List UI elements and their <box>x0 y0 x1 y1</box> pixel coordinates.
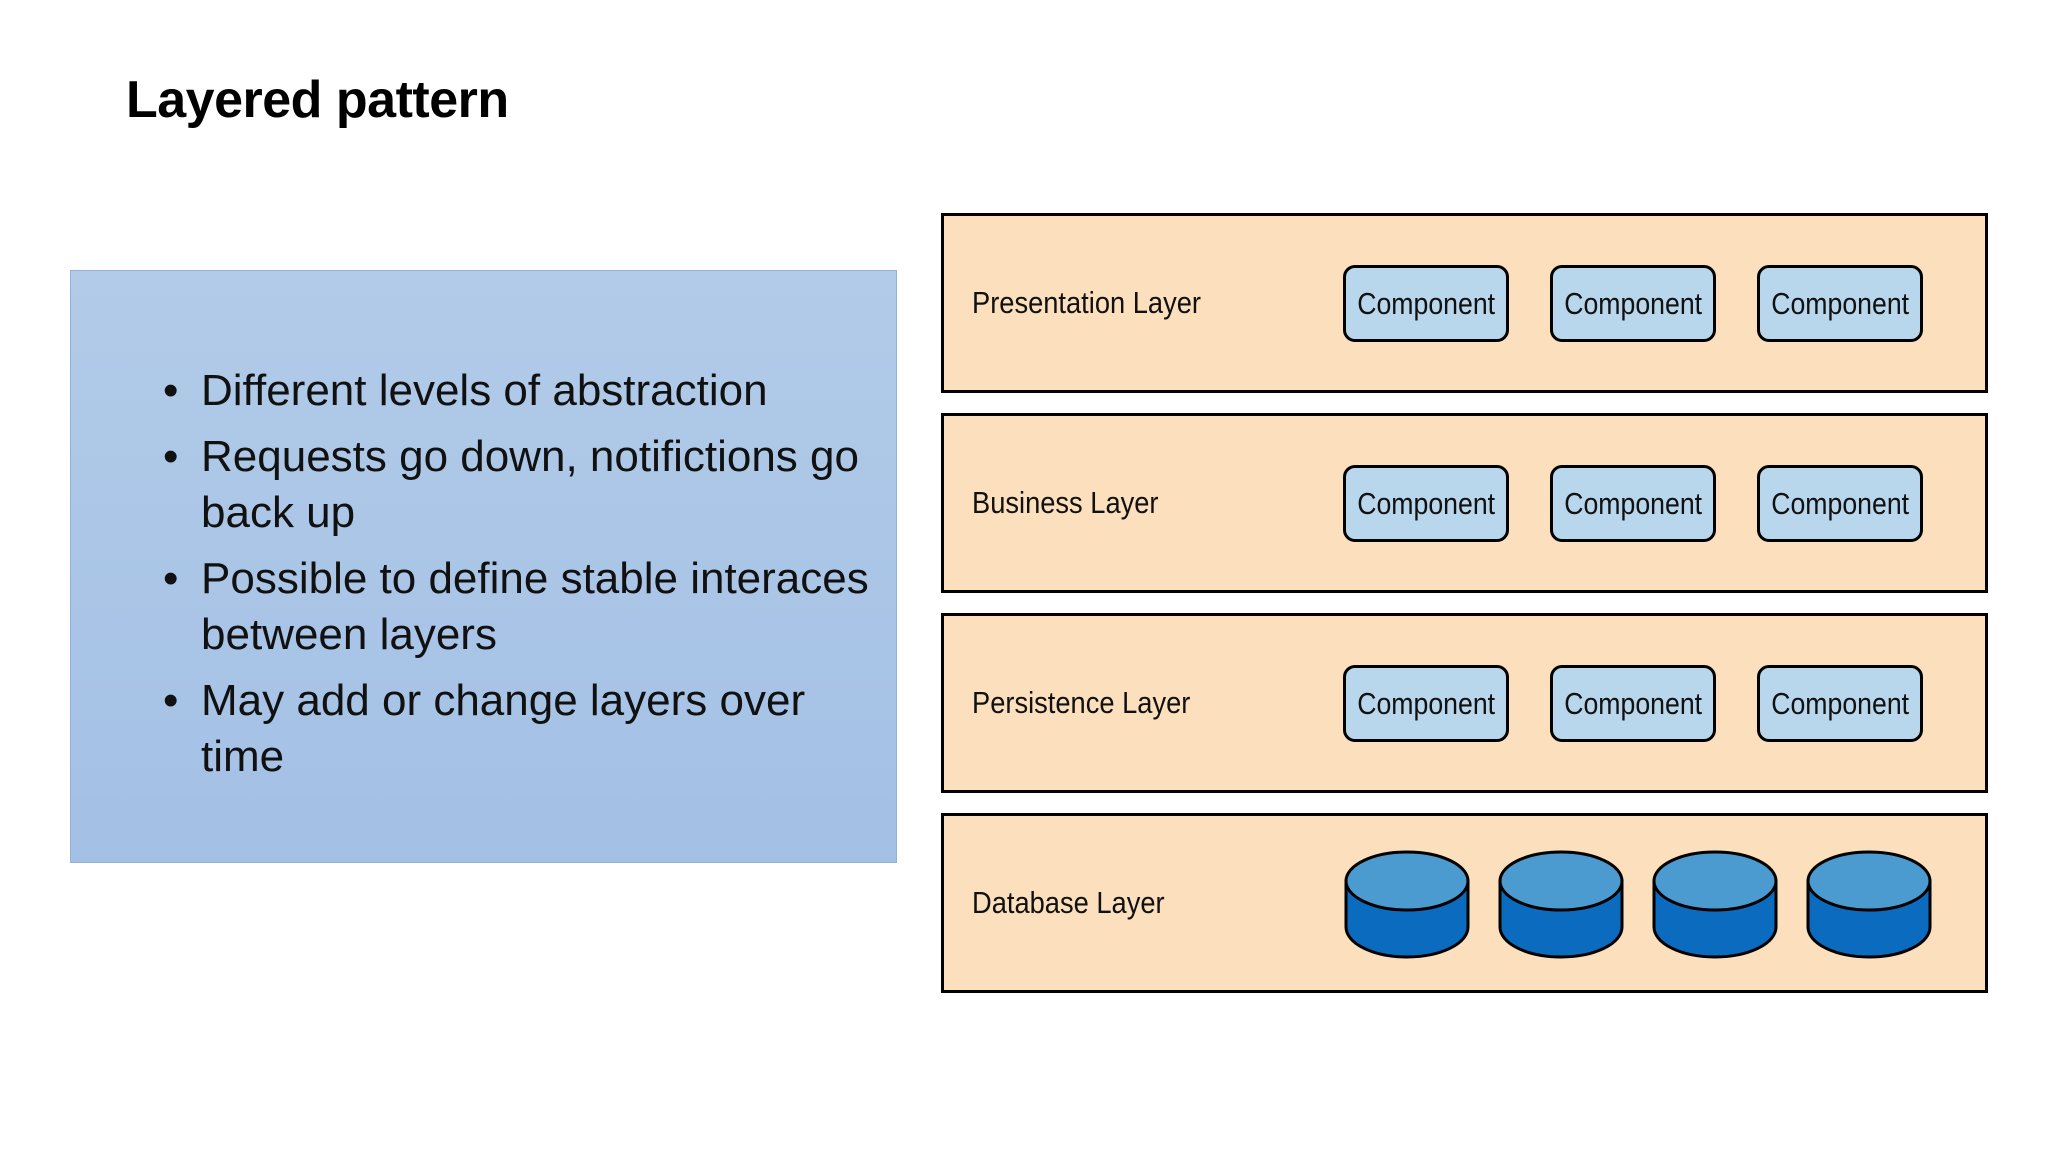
persistence-layer: Persistence Layer Component Component Co… <box>941 613 1988 793</box>
component-box: Component <box>1343 465 1509 542</box>
database-layer: Database Layer <box>941 813 1988 993</box>
component-label: Component <box>1357 285 1495 321</box>
bullet-text: Different levels of abstraction <box>201 366 768 415</box>
component-label: Component <box>1771 485 1909 521</box>
layer-label: Persistence Layer <box>972 685 1191 720</box>
bullet-item: • May add or change layers over time <box>163 673 883 785</box>
database-cylinder-icon <box>1806 850 1932 959</box>
component-box: Component <box>1757 465 1923 542</box>
slide-title: Layered pattern <box>126 71 509 129</box>
business-layer: Business Layer Component Component Compo… <box>941 413 1988 593</box>
bullet-text: Requests go down, notifictions go back u… <box>201 432 859 537</box>
layer-label: Database Layer <box>972 885 1165 920</box>
presentation-layer: Presentation Layer Component Component C… <box>941 213 1988 393</box>
component-label: Component <box>1564 285 1702 321</box>
component-label: Component <box>1771 685 1909 721</box>
component-box: Component <box>1550 665 1716 742</box>
bullet-dot: • <box>163 554 179 603</box>
layer-label: Presentation Layer <box>972 285 1201 320</box>
bullet-dot: • <box>163 432 179 481</box>
bullet-item: • Different levels of abstraction <box>163 363 883 419</box>
component-label: Component <box>1771 285 1909 321</box>
bullet-text-box: • Different levels of abstraction • Requ… <box>70 270 897 863</box>
component-label: Component <box>1564 685 1702 721</box>
bullet-list: • Different levels of abstraction • Requ… <box>163 363 883 795</box>
component-label: Component <box>1564 485 1702 521</box>
component-box: Component <box>1550 465 1716 542</box>
component-box: Component <box>1550 265 1716 342</box>
component-box: Component <box>1757 665 1923 742</box>
bullet-text: May add or change layers over time <box>201 676 806 781</box>
database-cylinder-icon <box>1498 850 1624 959</box>
component-label: Component <box>1357 485 1495 521</box>
component-box: Component <box>1343 265 1509 342</box>
layer-label: Business Layer <box>972 485 1159 520</box>
component-label: Component <box>1357 685 1495 721</box>
bullet-item: • Requests go down, notifictions go back… <box>163 429 883 541</box>
bullet-item: • Possible to define stable interaces be… <box>163 551 883 663</box>
database-cylinder-icon <box>1344 850 1470 959</box>
bullet-text: Possible to define stable interaces betw… <box>201 554 869 659</box>
bullet-dot: • <box>163 676 179 725</box>
component-box: Component <box>1757 265 1923 342</box>
component-box: Component <box>1343 665 1509 742</box>
bullet-dot: • <box>163 366 179 415</box>
database-cylinder-icon <box>1652 850 1778 959</box>
layered-architecture-diagram: Presentation Layer Component Component C… <box>941 213 1988 997</box>
